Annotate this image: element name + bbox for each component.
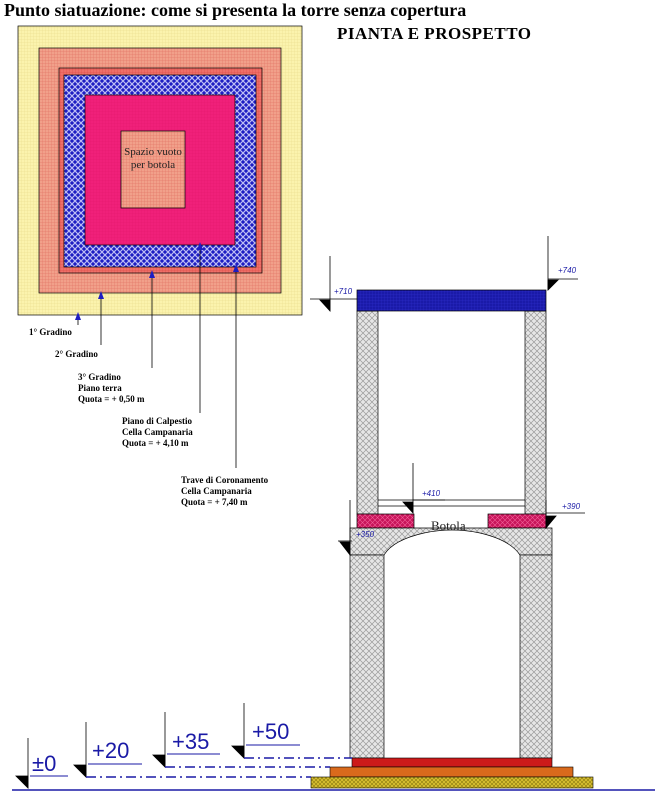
page-title: Punto siatuazione: come si presenta la t… [4, 0, 467, 20]
base-marker-symbols [15, 703, 245, 789]
callout-crown-line-1: Trave di Coronamento [181, 475, 269, 485]
callout-step-3-line-1: 3° Gradino [78, 372, 121, 382]
floor-right [487, 513, 547, 529]
callout-floor: Piano di Calpestio Cella Campanaria Quot… [122, 416, 193, 449]
base-label-50: +50 [252, 719, 290, 744]
callout-crown-line-2: Cella Campanaria [181, 486, 252, 496]
base-step-2 [329, 766, 574, 778]
elevation-marker-symbols [310, 236, 585, 557]
base-step-3 [351, 757, 553, 768]
upper-column-left [356, 310, 379, 515]
base-label-underlines [30, 744, 300, 777]
base-level-lines [12, 757, 655, 791]
callout-step-2-line-1: 2° Gradino [55, 349, 98, 359]
lower-column-left [349, 554, 385, 759]
callout-crown-beam: Trave di Coronamento Cella Campanaria Qu… [181, 475, 268, 508]
callout-step-1: 1° Gradino [29, 327, 72, 338]
page-subtitle: PIANTA E PROSPETTO [337, 24, 532, 43]
callout-crown-line-3: Quota = + 7,40 m [181, 497, 248, 507]
callout-floor-line-2: Cella Campanaria [122, 427, 193, 437]
plan-callout-arrowheads [75, 242, 239, 320]
base-label-20: +20 [92, 738, 130, 763]
elevation-label-390: +390 [562, 502, 581, 511]
elevation-label-740: +740 [558, 266, 577, 275]
base-label-0: ±0 [32, 751, 57, 776]
plan-trapdoor-void [120, 130, 186, 209]
lower-column-right [519, 554, 553, 759]
trapdoor-void-label: Spazio vuoto per botola [124, 146, 182, 171]
elevation-label-350: +350 [356, 530, 375, 539]
trapdoor-label: Botola [431, 518, 466, 533]
plan-callout-lines [77, 247, 237, 468]
callout-step-3-line-3: Quota = + 0,50 m [78, 394, 145, 404]
floor-left [356, 513, 415, 529]
callout-step-3: 3° Gradino Piano terra Quota = + 0,50 m [78, 372, 145, 405]
vault-arch [349, 527, 553, 556]
elevation-view [310, 289, 594, 789]
callout-step-2: 2° Gradino [55, 349, 98, 360]
crown-beam [356, 289, 547, 312]
callout-floor-line-3: Quota = + 4,10 m [122, 438, 189, 448]
callout-step-3-line-2: Piano terra [78, 383, 122, 393]
elevation-label-410: +410 [422, 489, 441, 498]
base-step-1 [310, 776, 594, 789]
callout-floor-line-1: Piano di Calpestio [122, 416, 193, 426]
elevation-label-710: +710 [334, 287, 353, 296]
plan-view [17, 25, 303, 316]
base-label-35: +35 [172, 729, 210, 754]
callout-step-1-line-1: 1° Gradino [29, 327, 72, 337]
upper-column-right [524, 310, 547, 515]
